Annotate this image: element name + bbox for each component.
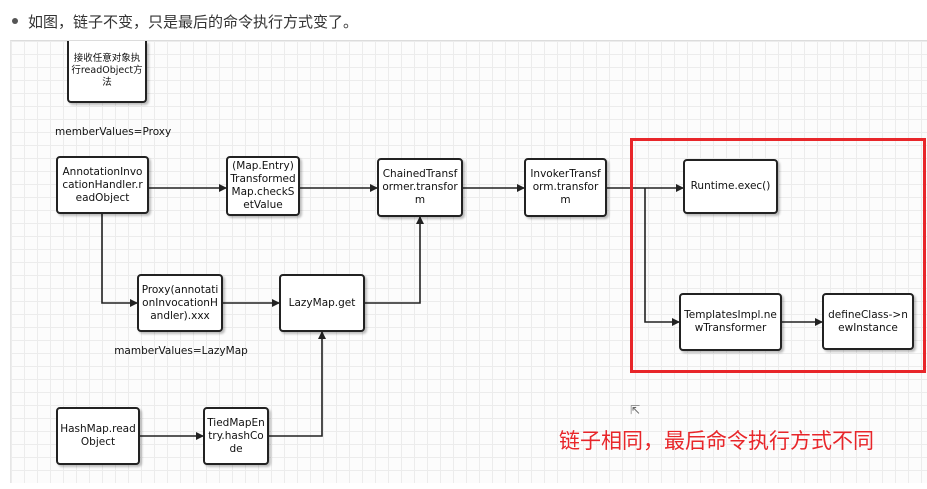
caption-text: 如图，链子不变，只是最后的命令执行方式变了。: [28, 12, 359, 31]
highlight-annotation: 链子相同，最后命令执行方式不同: [559, 429, 874, 453]
node-invoker-transform: InvokerTransform.transform: [524, 158, 607, 217]
node-tiedmapentry: TiedMapEntry.hashCode: [203, 407, 269, 465]
label-member-values-proxy: memberValues=Proxy: [55, 126, 172, 138]
node-lazymap-get: LazyMap.get: [279, 274, 365, 332]
highlight-box: [630, 138, 926, 373]
diagram-canvas: 接收任意对象执行readObject方法 memberValues=Proxy …: [10, 40, 927, 483]
edge-invoker-to-templates: [644, 188, 680, 326]
edge-annotation-to-proxy: [101, 214, 138, 307]
node-runtime-exec: Runtime.exec(): [683, 159, 778, 214]
label-member-values-lazymap: mamberValues=LazyMap: [114, 345, 248, 357]
node-templates-impl: TemplatesImpl.newTransformer: [679, 293, 782, 351]
edge-tied-to-lazymap: [269, 331, 326, 437]
node-chained-transformer: ChainedTransformer.transform: [377, 158, 463, 217]
node-annotation-handler: AnnotationInvocationHandler.readObject: [56, 156, 149, 214]
node-map-entry: (Map.Entry)TransformedMap.checkSetValue: [226, 156, 300, 216]
node-read-object: 接收任意对象执行readObject方法: [67, 41, 147, 103]
cursor-arrow-icon: ⇱: [630, 403, 641, 417]
diagram-edges: [101, 184, 823, 440]
node-define-class: defineClass->newInstance: [822, 293, 914, 350]
bullet-icon: [12, 18, 18, 24]
edge-lazymap-to-chained: [365, 216, 424, 304]
node-hashmap-readobject: HashMap.readObject: [56, 407, 140, 465]
caption: 如图，链子不变，只是最后的命令执行方式变了。: [10, 8, 358, 34]
node-proxy: Proxy(annotationInvocationHandler).xxx: [137, 274, 223, 332]
